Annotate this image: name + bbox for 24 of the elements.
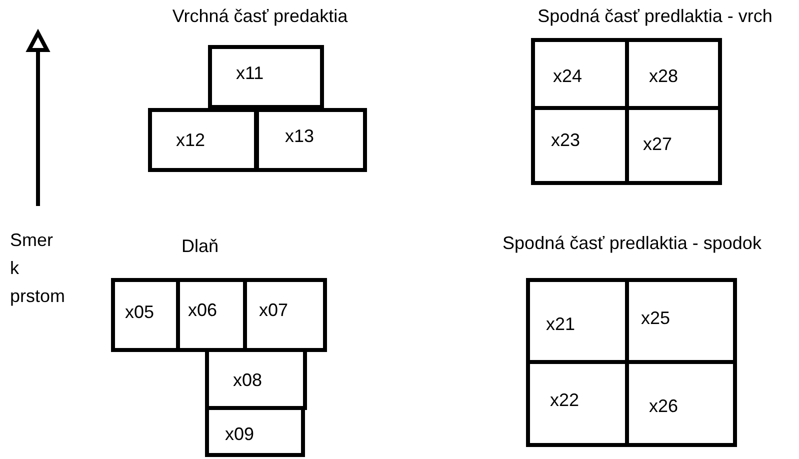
sensor-label: x27 (643, 134, 672, 155)
sensor-label: x24 (553, 66, 582, 87)
direction-label: Smer k prstom (10, 229, 66, 308)
sensor-label: x23 (551, 130, 580, 151)
sensor-label: x22 (550, 390, 580, 411)
group-heading: Spodná časť predlaktia - spodok (502, 233, 762, 254)
sensor-label: x09 (225, 424, 254, 445)
group-heading: Spodná časť predlaktia - vrch (538, 6, 772, 27)
sensor-label: x06 (188, 300, 218, 321)
group-heading: Vrchná časť predaktia (172, 6, 348, 27)
sensor-label: x07 (259, 300, 288, 321)
sensor-box (208, 45, 324, 109)
sensor-label: x28 (649, 66, 678, 87)
sensor-label: x08 (233, 370, 262, 391)
sensor-label: x25 (641, 308, 670, 329)
sensor-box (148, 108, 258, 172)
sensor-label: x21 (546, 314, 576, 335)
group-heading: Dlaň (181, 236, 219, 257)
sensor-label: x12 (176, 130, 206, 151)
sensor-label: x13 (285, 126, 314, 147)
sensor-box (255, 108, 367, 172)
sensor-label: x11 (236, 63, 264, 84)
sensor-label: x05 (125, 302, 154, 323)
sensor-label: x26 (649, 396, 678, 417)
